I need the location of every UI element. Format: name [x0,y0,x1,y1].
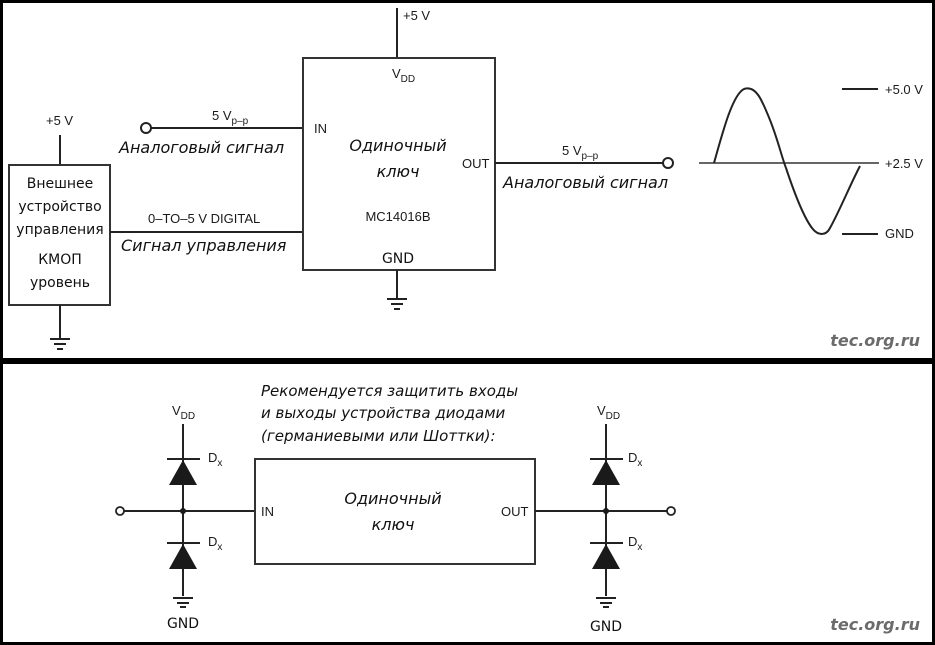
control-signal-caption: Сигнал управления [121,236,287,255]
bottom-switch-in-pin: IN [261,504,274,519]
watermark-top: tec.org.ru [830,331,920,350]
switch-ic-box [302,57,496,271]
protection-note-line-1: Рекомендуется защитить входы [261,382,518,400]
left-upper-diode-label: Dx [208,450,222,469]
watermark-bottom: tec.org.ru [830,615,920,634]
left-lower-diode-icon [167,542,200,569]
sine-waveform [713,87,861,235]
switch-title-line-2: ключ [377,162,420,181]
bottom-panel: Рекомендуется защитить входы и выходы ус… [3,364,932,642]
protection-note-line-2: и выходы устройства диодами [261,404,506,422]
control-device-line-3: управления [16,222,103,238]
control-device-line-1: Внешнее [27,176,94,192]
bottom-schematic: Рекомендуется защитить входы и выходы ус… [115,382,920,635]
control-signal-label: 0–TO–5 V DIGITAL [148,211,260,226]
left-input-terminal [115,506,125,516]
left-lower-diode-label: Dx [208,534,222,553]
control-device-line-4: КМОП [38,252,82,268]
analog-input-amplitude: 5 Vp–p [212,108,249,127]
top-panel: +5 V Внешнее устройство управления КМОП … [3,3,932,358]
analog-input-terminal [140,122,152,134]
level-label-low: GND [885,226,914,241]
bottom-switch-title-line-1: Одиночный [344,489,441,508]
bottom-switch-out-pin: OUT [501,504,529,519]
control-device-line-5: уровень [30,275,90,291]
analog-input-caption: Аналоговый сигнал [118,138,284,157]
switch-title-line-1: Одиночный [349,136,446,155]
switch-supply-label: +5 V [403,8,430,23]
control-device-line-2: устройство [18,199,101,215]
right-lower-diode-label: Dx [628,534,642,553]
level-label-high: +5.0 V [885,82,923,97]
right-upper-diode-icon [590,458,623,485]
switch-out-pin: OUT [462,156,490,171]
right-junction-dot [603,508,609,514]
analog-output-caption: Аналоговый сигнал [502,173,668,192]
ground-icon [50,338,70,350]
switch-vdd-pin: VDD [392,66,415,85]
right-lower-diode-icon [590,542,623,569]
top-schematic: +5 V Внешнее устройство управления КМОП … [8,8,923,350]
right-output-terminal [666,506,676,516]
ground-icon [596,597,616,608]
control-supply-label: +5 V [46,113,73,128]
ground-icon [387,298,407,310]
left-junction-dot [180,508,186,514]
analog-output-amplitude: 5 Vp–p [562,143,599,162]
left-upper-diode-icon [167,458,200,485]
bottom-switch-box [254,458,536,565]
bottom-switch-title-line-2: ключ [372,515,415,534]
right-vdd-label: VDD [597,403,620,422]
left-gnd-label: GND [167,616,199,632]
ground-icon [173,597,193,608]
analog-output-terminal [662,157,674,169]
level-label-mid: +2.5 V [885,156,923,171]
switch-in-pin: IN [314,121,327,136]
protection-note-line-3: (германиевыми или Шоттки): [261,427,496,445]
left-vdd-label: VDD [172,403,195,422]
right-upper-diode-label: Dx [628,450,642,469]
switch-part-number: MC14016B [365,209,430,224]
right-gnd-label: GND [590,619,622,635]
switch-gnd-pin: GND [382,251,414,267]
